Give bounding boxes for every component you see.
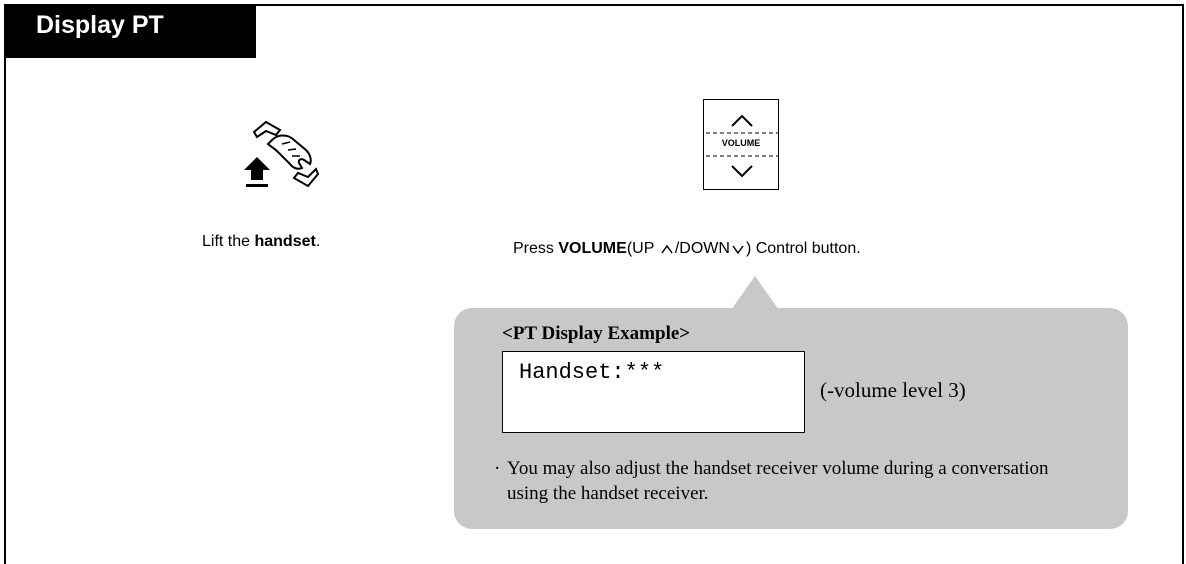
step-1-text-bold: handset: [254, 233, 316, 250]
callout-pointer: [731, 276, 779, 310]
step-1-text-suffix: .: [315, 233, 321, 250]
step-1-caption: Lift the handset.: [202, 233, 320, 251]
volume-button-icon: VOLUME: [703, 99, 779, 190]
step-2-text-prefix: Press: [513, 240, 554, 257]
volume-button-label: VOLUME: [721, 138, 761, 148]
note-bullet: ·: [494, 458, 501, 479]
page-frame: [4, 4, 1184, 564]
pt-display-screen: Handset:***: [502, 351, 805, 433]
section-tab: Display PT: [4, 4, 256, 58]
callout-note: · You may also adjust the handset receiv…: [494, 456, 1054, 506]
up-caret-icon: [661, 244, 673, 254]
step-2-text-up: (UP: [626, 240, 655, 257]
step-2-text-suffix: ) Control button.: [745, 240, 861, 257]
section-title: Display PT: [36, 11, 164, 39]
step-1-text-prefix: Lift the: [202, 233, 255, 250]
step-2-text-down: /DOWN: [674, 240, 730, 257]
step-2-caption: Press VOLUME (UP /DOWN ) Control button.: [513, 240, 861, 258]
volume-level-note: (-volume level 3): [820, 378, 966, 402]
step-2-text-bold: VOLUME: [558, 240, 627, 257]
display-example-title: <PT Display Example>: [502, 323, 691, 344]
handset-lift-icon: [218, 118, 344, 194]
pt-display-text: Handset:***: [519, 360, 665, 385]
note-text: You may also adjust the handset receiver…: [507, 458, 1049, 504]
down-caret-icon: [732, 245, 744, 255]
